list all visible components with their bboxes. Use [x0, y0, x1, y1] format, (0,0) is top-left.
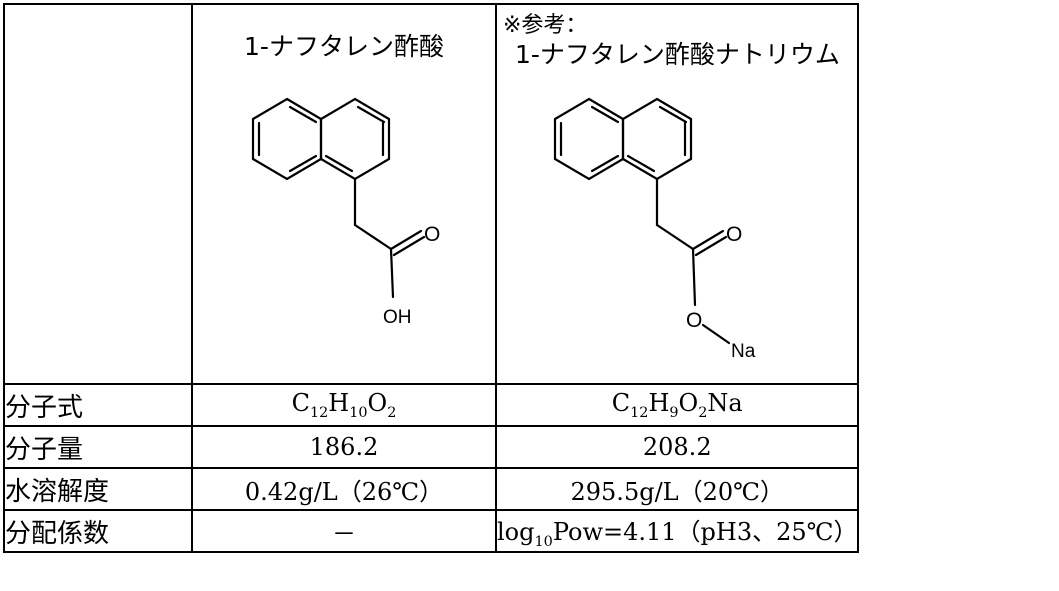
- hydroxyl-label-acid: OH: [383, 307, 412, 328]
- partition-sodium: log10Pow=4.11（pH3、25℃）: [494, 509, 860, 553]
- molecular-weight-sodium: 208.2: [494, 425, 860, 469]
- structure-cell-naphthaleneacetic-sodium: ※参考： 1-ナフタレン酢酸ナトリウム: [494, 3, 860, 385]
- partition-acid: －: [191, 509, 497, 553]
- solubility-row: 水溶解度 0.42g/L（26℃） 295.5g/L（20℃）: [3, 467, 860, 511]
- partition-row: 分配係数 － log10Pow=4.11（pH3、25℃）: [3, 509, 860, 553]
- partition-label: 分配係数: [3, 509, 193, 553]
- carbonyl-oxygen-label-sodium: O: [726, 223, 742, 246]
- structure-cell-naphthaleneacetic-acid: 1-ナフタレン酢酸: [191, 3, 497, 385]
- molecular-weight-label: 分子量: [3, 425, 193, 469]
- sodium-label: Na: [731, 341, 756, 362]
- compound-name-acid: 1-ナフタレン酢酸: [244, 32, 444, 61]
- formula-row: 分子式 C12H10O2 C12H9O2Na: [3, 383, 860, 427]
- formula-label: 分子式: [3, 383, 193, 427]
- compound-name-sodium: 1-ナフタレン酢酸ナトリウム: [515, 40, 840, 69]
- reference-note: ※参考：: [503, 13, 588, 38]
- formula-acid: C12H10O2: [191, 383, 497, 427]
- molecular-weight-acid: 186.2: [191, 425, 497, 469]
- carbonyl-oxygen-label-acid: O: [424, 223, 440, 246]
- header-empty-cell: [3, 3, 193, 385]
- structure-row: 1-ナフタレン酢酸: [3, 3, 860, 385]
- molecular-weight-row: 分子量 186.2 208.2: [3, 425, 860, 469]
- solubility-acid: 0.42g/L（26℃）: [191, 467, 497, 511]
- properties-table: 1-ナフタレン酢酸: [3, 3, 860, 553]
- solubility-label: 水溶解度: [3, 467, 193, 511]
- solubility-sodium: 295.5g/L（20℃）: [494, 467, 860, 511]
- structure-diagram-sodium: O O Na: [553, 97, 756, 362]
- ether-oxygen-label-sodium: O: [686, 309, 702, 332]
- formula-sodium: C12H9O2Na: [494, 383, 860, 427]
- structure-diagram-acid: O OH: [251, 97, 440, 328]
